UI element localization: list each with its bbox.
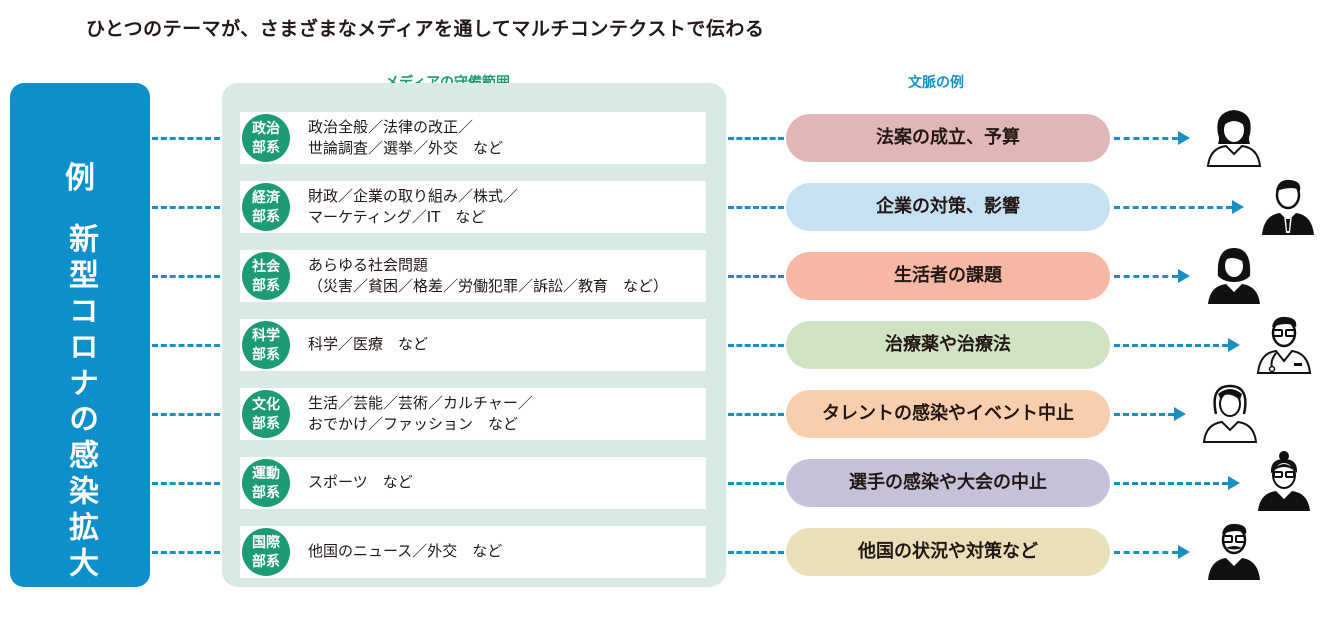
connector-dash-right <box>1114 275 1178 278</box>
department-label-line2: 部系 <box>252 140 280 156</box>
connector-dash-middle <box>728 344 784 347</box>
context-pill: 生活者の課題 <box>786 252 1110 300</box>
media-scope-text: 生活／芸能／芸術／カルチャー／ おでかけ／ファッション など <box>308 394 533 433</box>
department-label-line1: 科学 <box>252 328 280 344</box>
connector-dash-right <box>1114 344 1228 347</box>
connector-dash-right <box>1114 551 1178 554</box>
department-label-line1: 運動 <box>252 466 280 482</box>
arrow-head-icon <box>1228 338 1240 352</box>
connector-dash-right <box>1114 413 1174 416</box>
department-label-line1: 文化 <box>252 397 280 413</box>
connector-dash-right <box>1114 137 1178 140</box>
media-scope-text: あらゆる社会問題 （災害／貧困／格差／労働犯罪／訴訟／教育 など） <box>308 256 669 295</box>
arrow-head-icon <box>1174 407 1186 421</box>
media-scope-text: 財政／企業の取り組み／株式／ マーケティング／IT など <box>308 187 519 226</box>
department-badge: 国際部系 <box>242 528 290 576</box>
department-badge: 科学部系 <box>242 321 290 369</box>
woman-icon <box>1204 104 1264 168</box>
department-label-line2: 部系 <box>252 416 280 432</box>
doctor-icon <box>1254 311 1314 375</box>
connector-dash-middle <box>728 206 784 209</box>
context-pill: 治療薬や治療法 <box>786 321 1110 369</box>
department-label-line1: 国際 <box>252 535 280 551</box>
connector-dash-middle <box>728 482 784 485</box>
connector-dash-middle <box>728 413 784 416</box>
connector-dash-middle <box>728 551 784 554</box>
context-pill: 企業の対策、影響 <box>786 183 1110 231</box>
department-label-line1: 社会 <box>252 259 280 275</box>
page-title: ひとつのテーマが、さまざまなメディアを通してマルチコンテクストで伝わる <box>86 18 765 40</box>
department-badge: 文化部系 <box>242 390 290 438</box>
media-row: 経済部系財政／企業の取り組み／株式／ マーケティング／IT など <box>240 181 706 233</box>
woman-outline-icon <box>1200 380 1260 444</box>
department-label-line1: 経済 <box>252 190 280 206</box>
media-row: 文化部系生活／芸能／芸術／カルチャー／ おでかけ／ファッション など <box>240 388 706 440</box>
media-scope-text: 他国のニュース／外交 など <box>308 542 503 560</box>
connector-dash-right <box>1114 206 1232 209</box>
department-badge: 政治部系 <box>242 114 290 162</box>
connector-dash-left <box>152 275 220 278</box>
media-row: 社会部系あらゆる社会問題 （災害／貧困／格差／労働犯罪／訴訟／教育 など） <box>240 250 706 302</box>
department-badge: 経済部系 <box>242 183 290 231</box>
example-label: 例 <box>65 161 95 196</box>
connector-dash-middle <box>728 275 784 278</box>
example-topic-box: 例 新型コロナの感染拡大 <box>10 83 150 587</box>
arrow-head-icon <box>1228 476 1240 490</box>
context-pill: タレントの感染やイベント中止 <box>786 390 1110 438</box>
example-topic: 新型コロナの感染拡大 <box>63 223 98 583</box>
man-mustache-icon <box>1204 518 1264 582</box>
department-label-line2: 部系 <box>252 347 280 363</box>
department-badge: 社会部系 <box>242 252 290 300</box>
media-scope-text: スポーツ など <box>308 473 413 491</box>
arrow-head-icon <box>1178 269 1190 283</box>
department-label-line2: 部系 <box>252 485 280 501</box>
woman-glasses-icon <box>1254 449 1314 513</box>
context-pill: 他国の状況や対策など <box>786 528 1110 576</box>
connector-dash-middle <box>728 137 784 140</box>
media-row: 政治部系政治全般／法律の改正／ 世論調査／選挙／外交 など <box>240 112 706 164</box>
context-pill: 選手の感染や大会の中止 <box>786 459 1110 507</box>
media-row: 運動部系スポーツ など <box>240 457 706 509</box>
connector-dash-left <box>152 206 220 209</box>
connector-dash-right <box>1114 482 1228 485</box>
arrow-head-icon <box>1232 200 1244 214</box>
media-row: 国際部系他国のニュース／外交 など <box>240 526 706 578</box>
woman-bob-icon <box>1204 242 1264 306</box>
department-label-line2: 部系 <box>252 209 280 225</box>
connector-dash-left <box>152 344 220 347</box>
media-scope-text: 政治全般／法律の改正／ 世論調査／選挙／外交 など <box>308 118 504 157</box>
arrow-head-icon <box>1178 545 1190 559</box>
department-label-line1: 政治 <box>252 121 280 137</box>
context-header: 文脈の例 <box>908 75 964 91</box>
media-row: 科学部系科学／医療 など <box>240 319 706 371</box>
department-label-line2: 部系 <box>252 554 280 570</box>
department-badge: 運動部系 <box>242 459 290 507</box>
context-pill: 法案の成立、予算 <box>786 114 1110 162</box>
businessman-icon <box>1258 173 1318 237</box>
department-label-line2: 部系 <box>252 278 280 294</box>
media-scope-text: 科学／医療 など <box>308 335 429 353</box>
connector-dash-left <box>152 413 220 416</box>
connector-dash-left <box>152 482 220 485</box>
connector-dash-left <box>152 551 220 554</box>
arrow-head-icon <box>1178 131 1190 145</box>
connector-dash-left <box>152 137 220 140</box>
